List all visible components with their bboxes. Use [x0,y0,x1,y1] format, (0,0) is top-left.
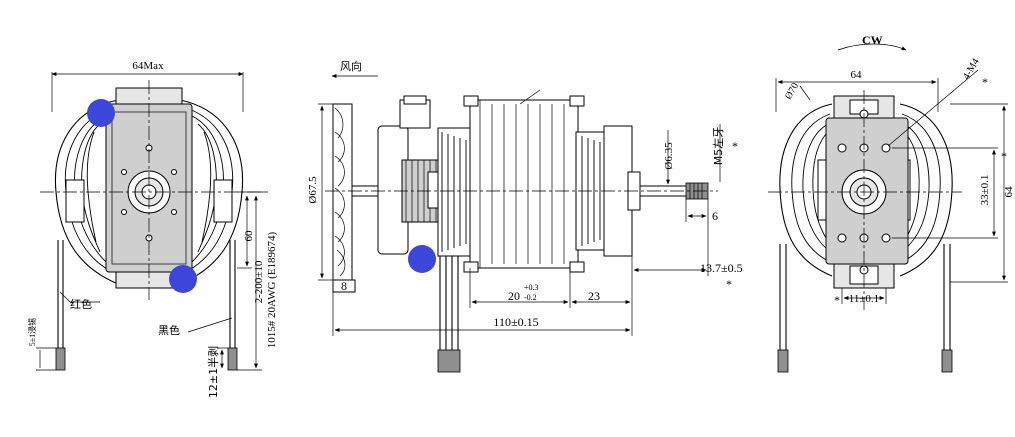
front-view: 64Max [28,60,278,398]
stack-length: 20 [508,289,520,303]
fan-width: 8 [341,279,347,293]
marker-dot [87,99,115,127]
end-height: 64 [1003,186,1015,198]
shaft-diameter: Ø6.35 [663,142,675,170]
thread-spec: M5左牙 [712,127,725,166]
right-strap [213,179,233,223]
thread-length: 6 [712,209,718,223]
fan [332,103,356,293]
end-width: 64 [851,69,863,81]
wire-length: 2-200±10 [253,260,265,303]
end-view: CW 64 [768,33,1015,373]
stator-core [469,99,579,269]
rotation-label: CW [862,33,883,47]
wire-spec: 1015# 20AWG (E189674) [266,231,278,348]
side-view: 风向 8 Ø67.5 [307,59,743,373]
shaft-extension: 13.7±0.5 [700,261,743,275]
fan-diameter: Ø67.5 [307,176,319,204]
tin-label: 5±1浸锡 [28,318,37,346]
width-label: 64Max [132,60,164,72]
marker-dot [169,265,197,293]
hole-pitch: 33±0.1 [979,175,991,206]
note-mark: * [982,75,988,89]
note-mark: * [726,277,732,291]
strip-label: 12±1半剥 [206,346,220,398]
wind-direction: 风向 [340,59,362,73]
hole-diameter: Ø70 [783,81,801,101]
marker-dot [408,245,436,273]
dim-23: 23 [588,289,600,303]
red-wire-label: 红色 [70,297,92,311]
stack-tol-plus: +0.3 [524,283,539,292]
stack-tol-minus: -0.2 [524,293,537,302]
screw-spec: 4-M4 [961,57,982,82]
lead-wires [55,240,238,371]
bottom-dim: 11±0.1 [849,293,879,305]
total-length: 110±0.15 [493,315,538,329]
note-mark: * [834,293,840,307]
black-wire-label: 黑色 [158,323,180,337]
note-mark: * [732,139,738,153]
height-dim: 60 [243,230,255,242]
left-strap [65,179,85,223]
